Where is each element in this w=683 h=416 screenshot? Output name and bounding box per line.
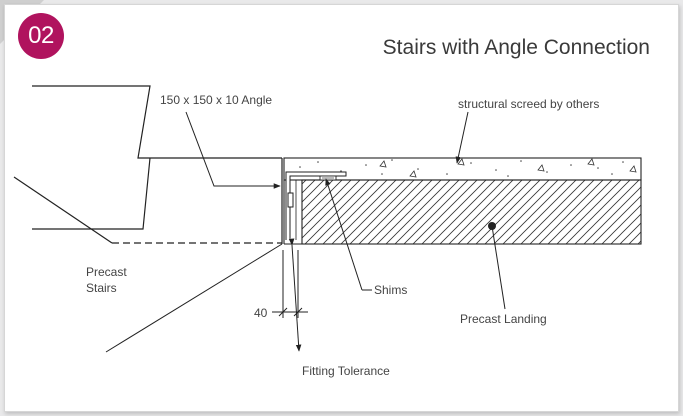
label-shims: Shims — [374, 283, 407, 297]
label-precast-landing: Precast Landing — [460, 312, 547, 326]
label-precast-stairs-2: Stairs — [86, 281, 117, 295]
label-angle: 150 x 150 x 10 Angle — [160, 93, 272, 107]
label-dimension-40: 40 — [254, 306, 268, 320]
precast-landing-section — [283, 179, 642, 245]
leader-lines — [105, 111, 506, 353]
label-precast-stairs-1: Precast — [86, 265, 127, 279]
precast-stairs-outline — [13, 85, 283, 244]
detail-number-badge: 02 — [18, 13, 64, 59]
steel-angle — [285, 171, 347, 240]
label-fitting-tolerance: Fitting Tolerance — [302, 364, 390, 378]
shims — [319, 175, 337, 181]
screed-layer — [283, 157, 642, 181]
detail-title: Stairs with Angle Connection — [382, 36, 650, 59]
dimension-40 — [272, 250, 308, 318]
landing-marker-dot — [488, 222, 496, 230]
label-screed: structural screed by others — [458, 97, 599, 111]
